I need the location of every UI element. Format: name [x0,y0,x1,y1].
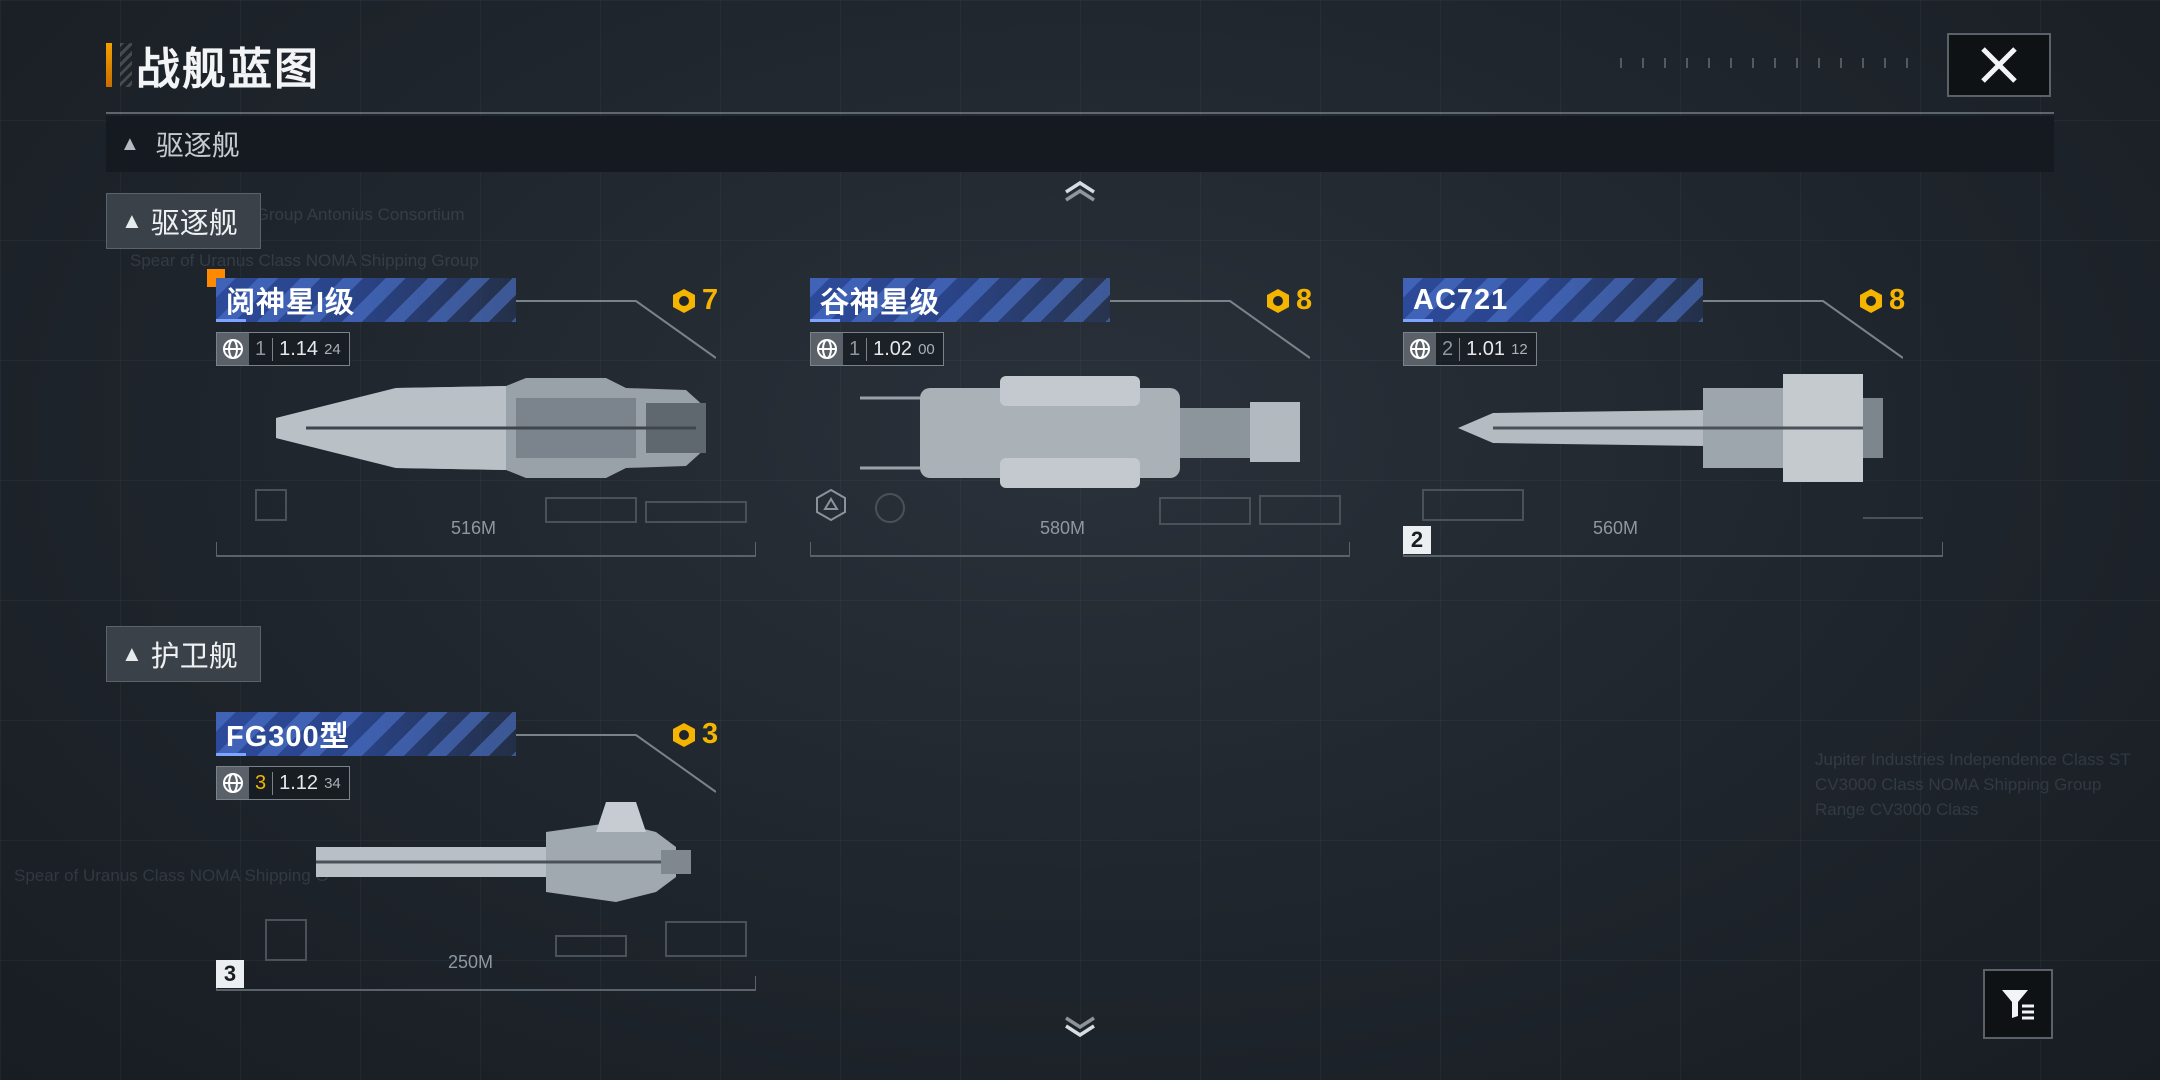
ship-card[interactable]: FG300型 3 3 1.12 34 250M 3 [216,712,756,1012]
ship-image [860,376,1300,488]
ship-version-sub: 12 [1511,340,1528,358]
globe-icon [217,333,249,365]
rank-badge: 2 [1403,526,1431,554]
cost-badge: 7 [670,284,718,317]
ship-stats: 3 1.12 34 [216,766,350,800]
ship-version-sub: 24 [324,340,341,358]
title-stripes [120,43,132,87]
cost-value: 3 [702,718,719,750]
scale-ruler [810,493,1350,557]
ship-card[interactable]: 阅神星I级 7 1 1.14 24 516M [216,278,756,578]
ship-tier: 2 [1436,337,1461,361]
ship-stats: 1 1.02 00 [810,332,944,366]
ship-name: 谷神星级 [820,287,941,319]
triangle-icon: ▲ [120,132,140,155]
cost-badge: 3 [670,718,718,751]
scale-ruler [216,489,756,557]
chevron-down-icon [1065,1016,1095,1038]
bg-ghost-text: CV3000 Class NOMA Shipping Group [1815,775,2102,794]
bg-ghost-text: Spear of Uranus Class NOMA Shipping Grou… [130,251,479,270]
ship-tier: 1 [843,337,868,361]
header: 战舰蓝图 [106,40,320,94]
ship-stats: 2 1.01 12 [1403,332,1537,366]
globe-icon [811,333,843,365]
globe-icon [217,767,249,799]
category-dropdown[interactable]: ▲ 驱逐舰 [106,116,2054,172]
decor-ticks [1620,58,1920,68]
close-icon [1981,47,2017,83]
leader-line [516,734,716,793]
hex-marker-icon [816,488,846,522]
ship-image [316,802,691,902]
ship-image [1458,374,1883,482]
cost-badge: 8 [1264,284,1312,317]
leader-line [1110,300,1310,359]
ship-version-sub: 00 [918,340,935,358]
ship-version: 1.12 [279,771,319,794]
cost-value: 8 [1296,284,1313,316]
leader-line [1703,300,1903,359]
chevron-up-icon [1065,180,1095,202]
bg-ghost-text: Range CV3000 Class [1815,800,1979,819]
cost-badge-icon [1860,288,1882,313]
ship-name-bar: 阅神星I级 [216,278,516,322]
ship-name: 阅神星I级 [226,287,356,319]
ship-name-bar: AC721 [1403,278,1703,322]
filter-icon [2002,990,2034,1020]
globe-icon [1404,333,1436,365]
ship-length: 250M [448,952,494,972]
bg-ghost-text: Spear of Uranus Class NOMA Shipping G [14,866,329,885]
triangle-icon: ▲ [121,641,143,666]
ship-name-bar: FG300型 [216,712,516,756]
triangle-icon: ▲ [121,208,143,233]
ship-length: 560M [1593,518,1639,538]
ship-stats: 1 1.14 24 [216,332,350,366]
ship-version: 1.01 [1466,337,1506,360]
cost-badge-icon [1267,288,1289,313]
scroll-up-button[interactable] [1063,180,1097,202]
bg-ghost-text: Jupiter Industries Independence Class ST [1815,750,2131,769]
namebar-accent [216,753,246,756]
ship-card[interactable]: 谷神星级 8 1 1.02 00 580M [810,278,1350,578]
cost-badge-icon [673,288,695,313]
ship-name: AC721 [1413,283,1509,316]
category-label: 驱逐舰 [155,130,240,161]
ship-image [276,378,706,478]
scale-ruler [216,919,756,991]
section-label: 护卫舰 [150,641,238,673]
namebar-accent [810,319,840,322]
section-header-destroyer[interactable]: ▲ 驱逐舰 [106,193,261,249]
ship-tier: 3 [249,771,274,795]
leader-line [516,300,716,359]
selection-marker [207,269,225,287]
ship-tier: 1 [249,337,274,361]
filter-button[interactable] [1983,969,2053,1039]
cost-badge-icon [673,722,695,747]
page-title: 战舰蓝图 [136,45,320,94]
namebar-accent [216,319,246,322]
section-label: 驱逐舰 [150,208,238,240]
namebar-accent [1403,319,1433,322]
section-header-frigate[interactable]: ▲ 护卫舰 [106,626,261,682]
ship-version: 1.02 [873,337,913,360]
header-divider [106,112,2054,114]
ship-name-bar: 谷神星级 [810,278,1110,322]
cost-value: 7 [702,284,719,316]
title-accent [106,43,112,87]
ship-length: 580M [1040,518,1086,538]
ship-version-sub: 34 [324,774,341,792]
close-button[interactable] [1947,33,2051,97]
ship-name: FG300型 [226,721,350,753]
ship-version: 1.14 [279,337,319,360]
rank-badge: 3 [216,960,244,988]
cost-badge: 8 [1857,284,1905,317]
ship-length: 516M [451,518,497,538]
cost-value: 8 [1889,284,1906,316]
ship-card[interactable]: AC721 8 2 1.01 12 560M 2 [1403,278,1943,578]
scale-ruler [1403,489,1943,557]
scroll-down-button[interactable] [1063,1016,1097,1038]
